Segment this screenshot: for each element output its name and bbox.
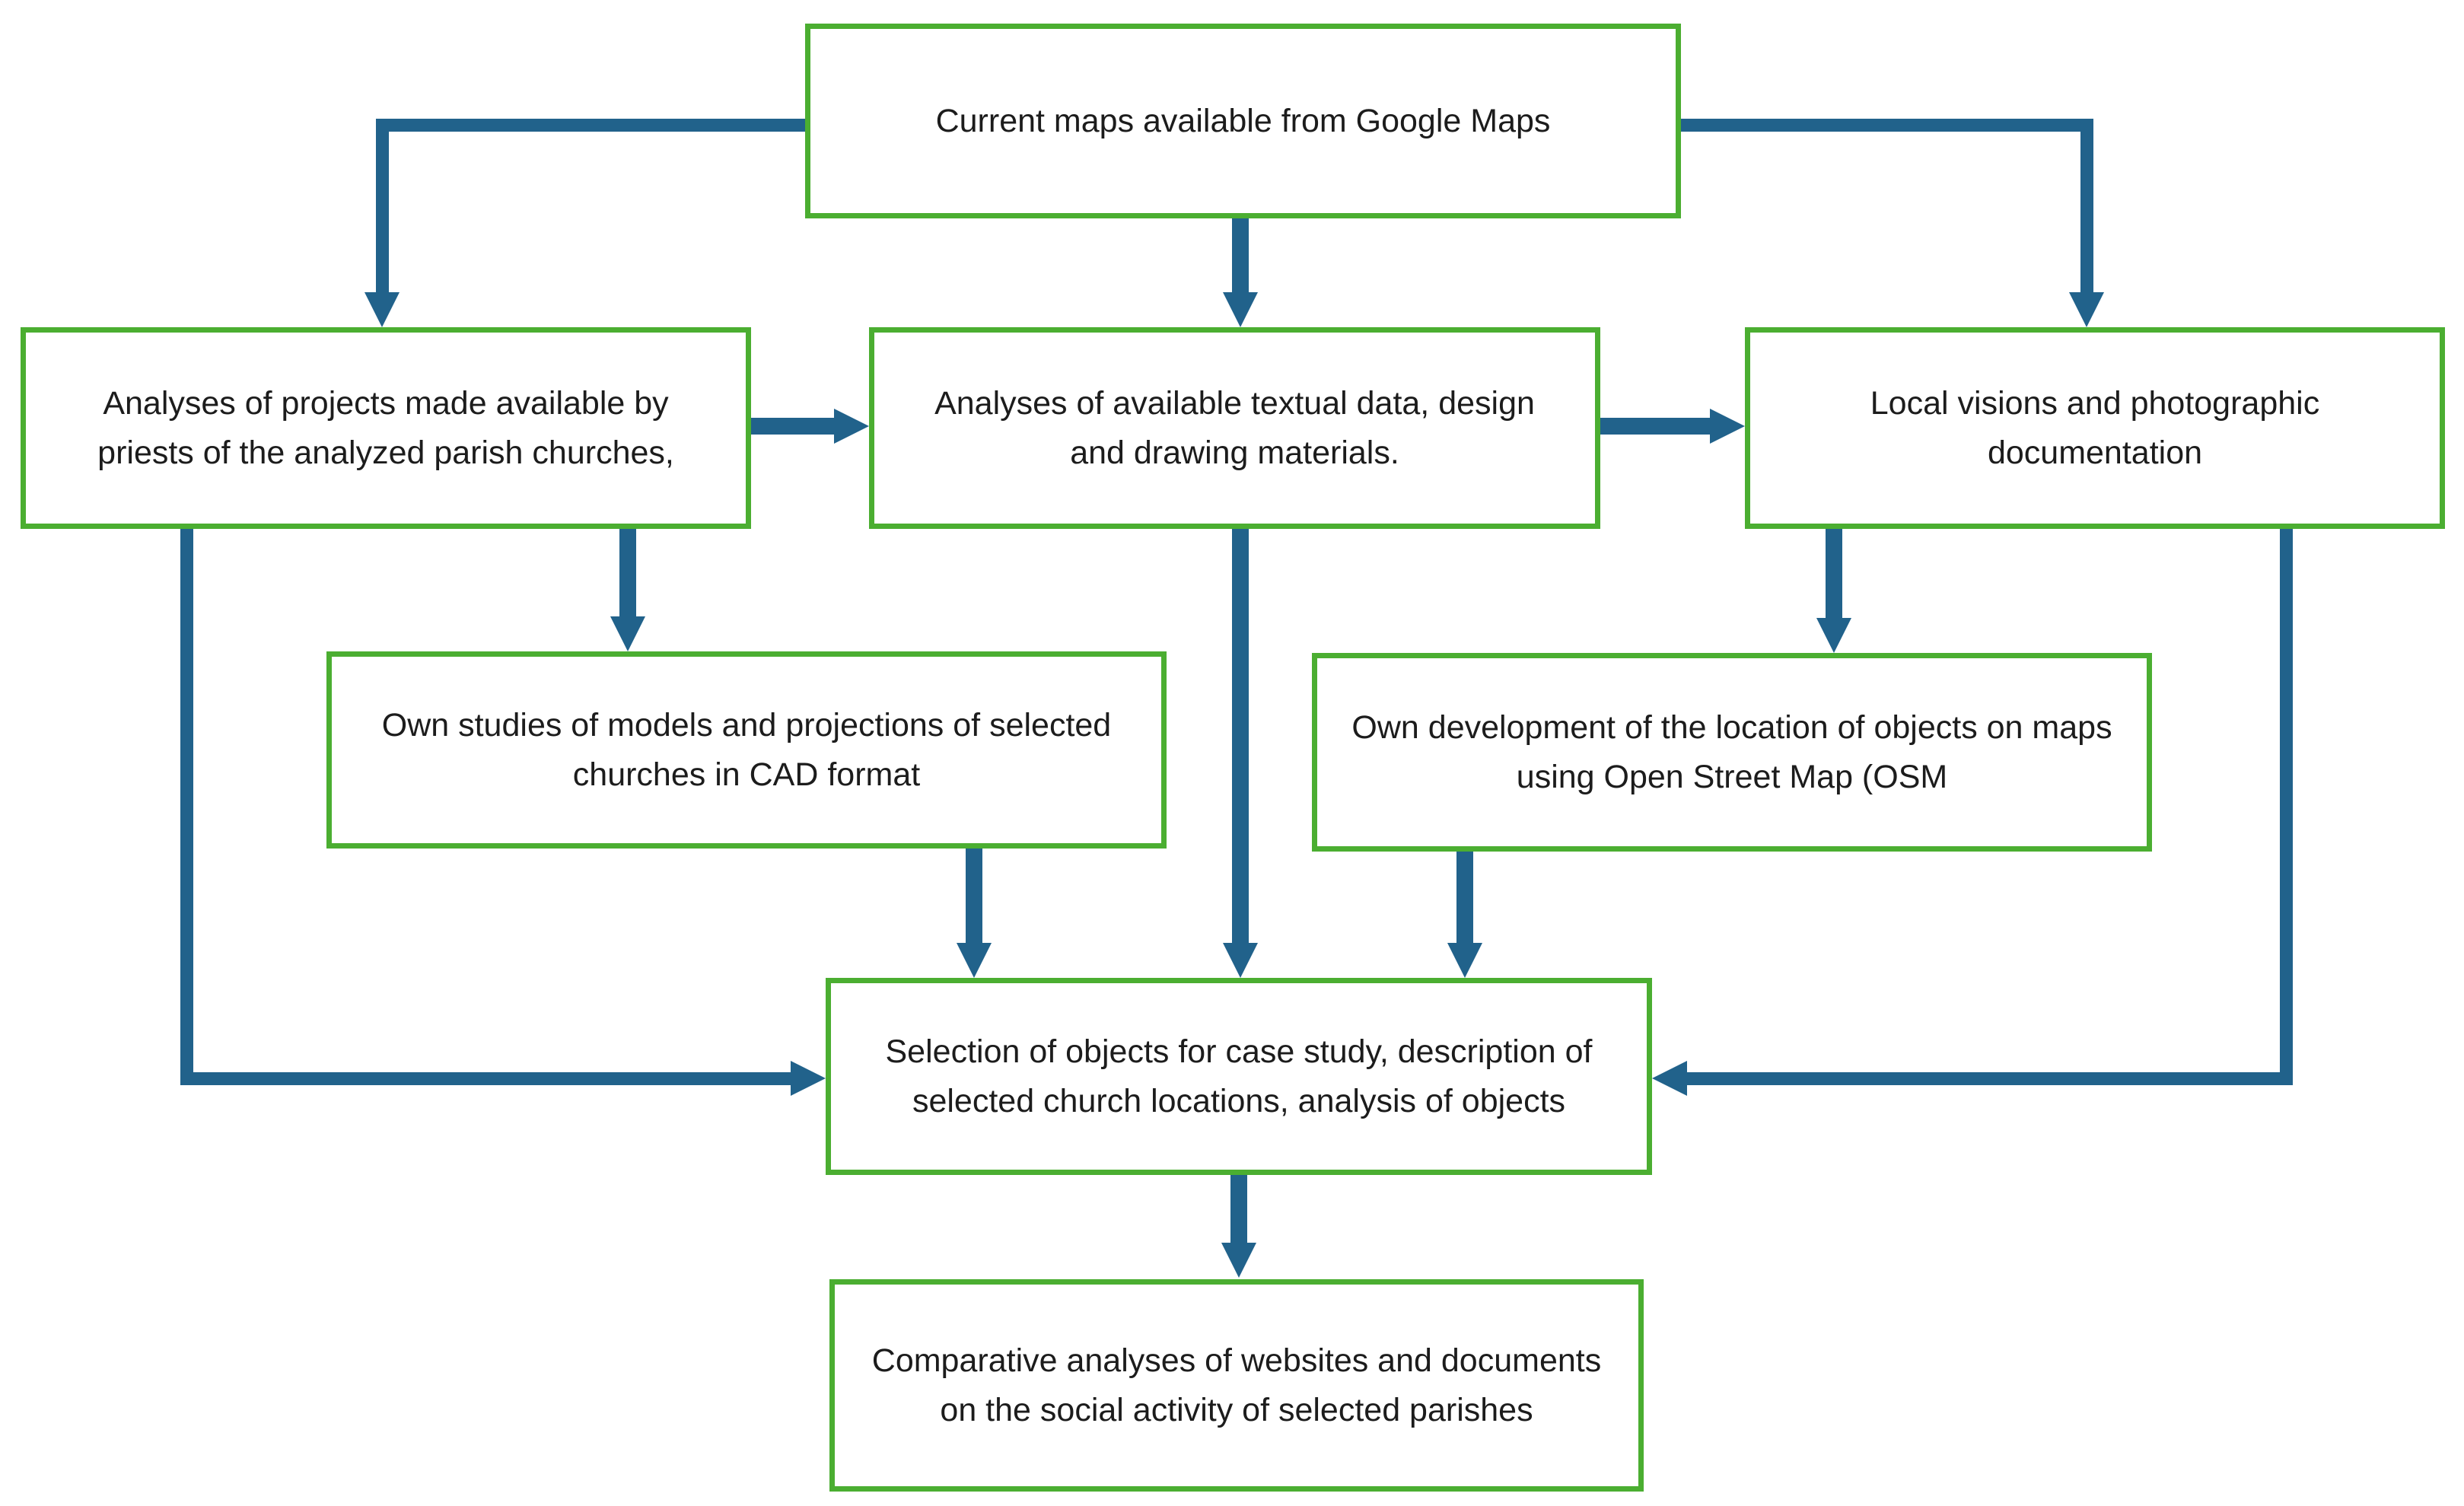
edge-segment-horizontal: [1687, 1072, 2293, 1085]
edge-segment-vertical: [1232, 529, 1249, 943]
arrowhead-down-icon: [2069, 292, 2104, 327]
arrowhead-down-icon: [1816, 618, 1851, 653]
edge-segment-horizontal: [376, 119, 805, 132]
node-label: Own studies of models and projections of…: [381, 707, 1112, 793]
node-case-study-selection: Selection of objects for case study, des…: [826, 978, 1652, 1175]
node-textual-analyses: Analyses of available textual data, desi…: [869, 327, 1600, 529]
edge-segment-vertical: [376, 119, 389, 292]
node-label: Analyses of projects made available by p…: [97, 385, 674, 471]
node-local-visions: Local visions and photographic documenta…: [1745, 327, 2445, 529]
node-osm-development: Own development of the location of objec…: [1312, 653, 2152, 852]
node-label: Selection of objects for case study, des…: [885, 1033, 1593, 1119]
edge-segment-vertical: [180, 529, 193, 1085]
arrowhead-down-icon: [1221, 1243, 1256, 1278]
edge-segment-vertical: [1230, 1175, 1247, 1243]
arrowhead-down-icon: [1223, 292, 1258, 327]
arrowhead-left-icon: [1652, 1061, 1687, 1096]
node-label: Own development of the location of objec…: [1351, 709, 2112, 795]
node-google-maps: Current maps available from Google Maps: [805, 24, 1681, 218]
node-label: Analyses of available textual data, desi…: [934, 385, 1535, 471]
edge-segment-vertical: [1456, 852, 1473, 943]
edge-segment-vertical: [2280, 529, 2293, 1085]
node-cad-studies: Own studies of models and projections of…: [326, 651, 1167, 849]
edge-segment-vertical: [1232, 218, 1249, 292]
node-label: Current maps available from Google Maps: [935, 102, 1551, 139]
arrowhead-down-icon: [957, 943, 992, 978]
arrowhead-down-icon: [1223, 943, 1258, 978]
arrowhead-down-icon: [365, 292, 400, 327]
edge-segment-vertical: [966, 849, 982, 943]
edge-segment-horizontal: [1600, 418, 1710, 435]
edge-segment-horizontal: [751, 418, 834, 435]
node-label: Local visions and photographic documenta…: [1870, 385, 2320, 471]
node-comparative-analyses: Comparative analyses of websites and doc…: [829, 1279, 1644, 1492]
edge-segment-horizontal: [180, 1072, 791, 1085]
node-project-analyses: Analyses of projects made available by p…: [21, 327, 751, 529]
arrowhead-down-icon: [1447, 943, 1482, 978]
edge-segment-vertical: [2080, 119, 2093, 292]
edge-segment-vertical: [1826, 529, 1842, 618]
edge-segment-vertical: [619, 529, 636, 616]
arrowhead-right-icon: [1710, 409, 1745, 444]
edge-segment-horizontal: [1681, 119, 2093, 132]
arrowhead-right-icon: [791, 1061, 826, 1096]
arrowhead-down-icon: [610, 616, 645, 651]
node-label: Comparative analyses of websites and doc…: [871, 1342, 1602, 1428]
arrowhead-right-icon: [834, 409, 869, 444]
